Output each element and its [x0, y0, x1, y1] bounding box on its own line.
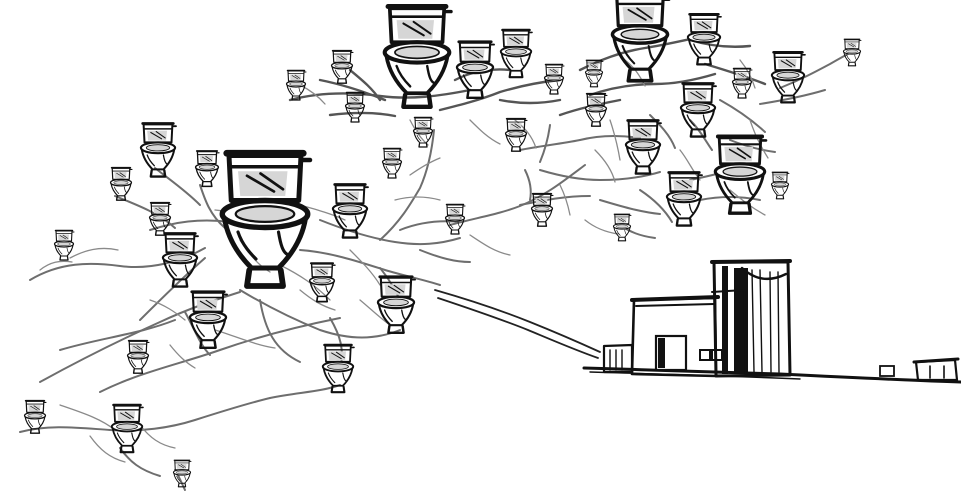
plant-outfall-sheds: [880, 359, 958, 380]
toilet-icon-small: [332, 51, 353, 83]
toilet-icon-small: [150, 203, 171, 235]
toilet-icon-small: [383, 149, 403, 179]
toilet-icon: [190, 292, 227, 348]
plant-tower: [712, 261, 790, 376]
toilet-icon: [667, 173, 702, 226]
toilet-icon-large-northeast: [612, 0, 669, 81]
toilet-icon: [688, 14, 721, 64]
toilet-icon-small: [55, 231, 75, 261]
toilet-icon-small: [843, 39, 861, 66]
toilet-icon-small: [545, 65, 565, 95]
toilet-icon-small: [414, 118, 434, 148]
toilet-icon: [772, 52, 805, 102]
toilet-icon-small: [585, 60, 603, 87]
toilet-icon-small: [111, 168, 132, 200]
toilet-icon: [163, 234, 198, 287]
toilet-icon: [626, 121, 661, 174]
toilet-icon: [141, 124, 176, 177]
trunk-sewer-line: [435, 290, 600, 352]
toilet-icon-small: [287, 71, 307, 101]
toilet-icon: [681, 84, 716, 137]
toilet-icon-small: [771, 172, 789, 199]
toilet-icon-small: [613, 214, 631, 241]
toilet-icon: [112, 405, 143, 452]
trunk-sewer-line-parallel: [438, 298, 598, 358]
toilet-icon: [323, 345, 354, 392]
toilet-icon: [378, 277, 415, 333]
toilet-icon-small: [506, 119, 527, 151]
toilet-icon-small: [310, 263, 335, 301]
treatment-plant-icon: [584, 261, 961, 382]
plant-main-building: [632, 297, 722, 376]
toilet-icon-small: [446, 205, 466, 235]
toilet-icon: [457, 42, 494, 98]
pipe-network-central: [380, 130, 585, 262]
toilet-icon: [333, 185, 368, 238]
toilet-icon-small: [128, 341, 149, 373]
toilet-icon-small: [586, 94, 607, 126]
toilet-icon-large-west: [222, 153, 310, 286]
pipe-network-north: [290, 36, 855, 238]
toilet-icon-large-north: [385, 6, 451, 106]
toilet-icon-small: [196, 151, 219, 186]
toilet-icon-small: [346, 93, 366, 123]
toilet-icon-small: [173, 460, 191, 487]
